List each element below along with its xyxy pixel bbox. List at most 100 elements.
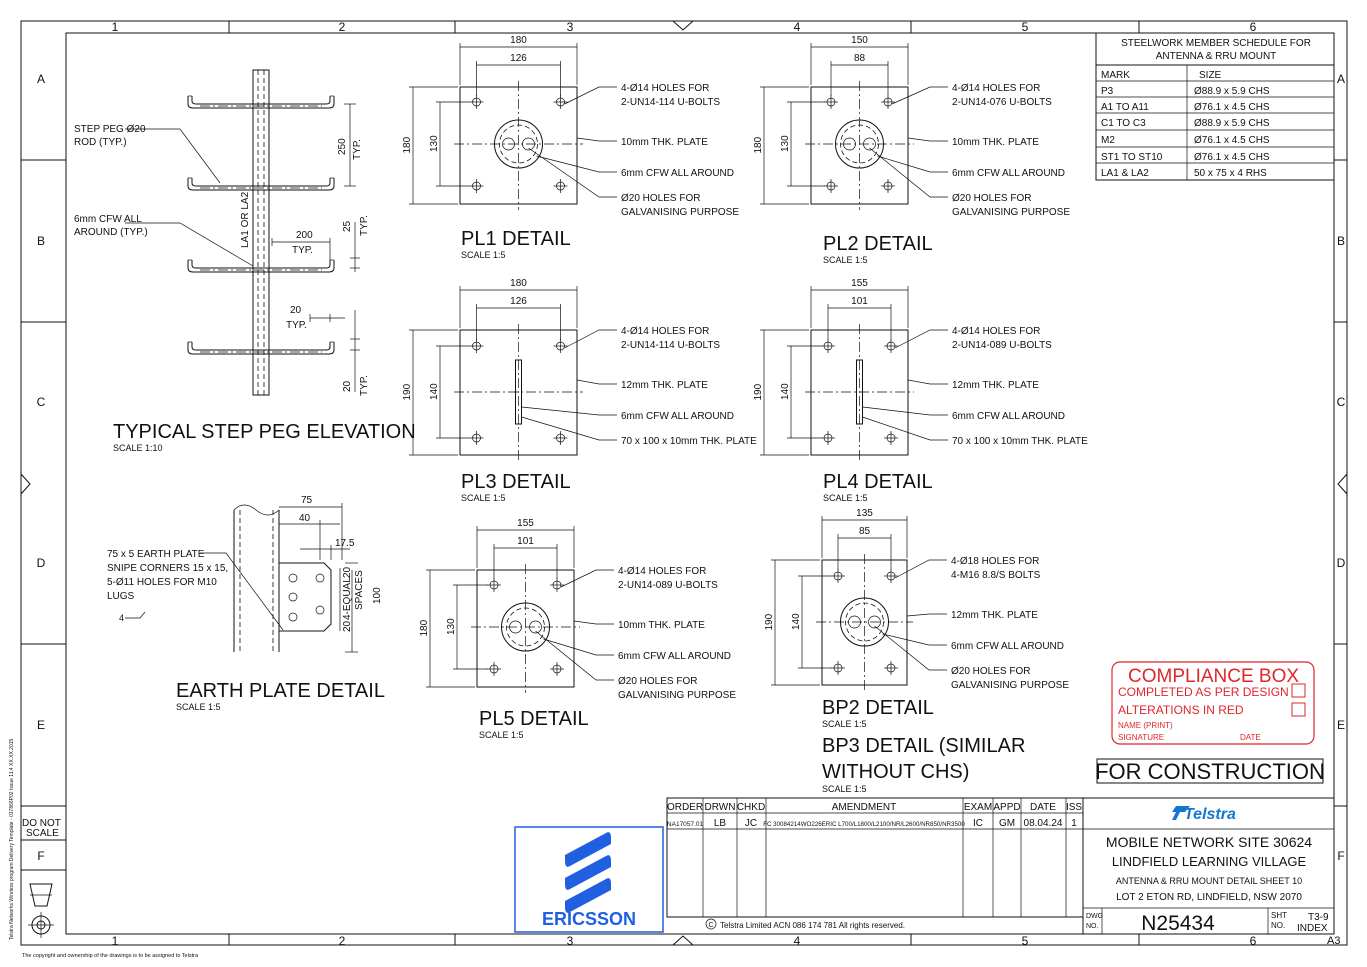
- pl1-scale: SCALE 1:5: [461, 250, 506, 260]
- pl5-title: PL5 DETAIL: [479, 708, 589, 730]
- schedule-mark: M2: [1101, 135, 1115, 146]
- pl5-note: 6mm CFW ALL AROUND: [618, 651, 731, 662]
- column-label: 1: [112, 20, 119, 34]
- bp2-scale: SCALE 1:5: [822, 719, 867, 729]
- revision-header: ISS: [1066, 802, 1082, 813]
- title-block: Telstra MOBILE NETWORK SITE 30624 LINDFI…: [1082, 797, 1335, 935]
- earth-plate-scale: SCALE 1:5: [176, 702, 221, 712]
- bp2-note: 12mm THK. PLATE: [951, 610, 1038, 621]
- pl4-dim-width: 155: [851, 278, 868, 289]
- copyright-note: The copyright and ownership of the drawi…: [22, 953, 199, 959]
- column-label: 5: [1022, 934, 1029, 948]
- ep-weld-size: 4: [119, 613, 124, 623]
- ep-dim-75: 75: [301, 495, 313, 506]
- row-label: B: [1337, 234, 1345, 248]
- for-construction-stamp: FOR CONSTRUCTION: [1095, 758, 1325, 784]
- ep-callout-2: SNIPE CORNERS 15 x 15,: [107, 563, 228, 574]
- schedule-size: Ø88.9 x 5.9 CHS: [1194, 86, 1270, 97]
- schedule-size: Ø88.9 x 5.9 CHS: [1194, 118, 1270, 129]
- earth-plate-text: 75 40 17.5 20 20 4-EQUAL SPACES 100 75 x…: [107, 495, 385, 712]
- border-notes: DO NOT SCALE Telstra Networks Wireless p…: [9, 738, 1340, 959]
- pl4-note: 70 x 100 x 10mm THK. PLATE: [952, 436, 1088, 447]
- do-not-scale-1: DO NOT: [22, 818, 61, 829]
- svg-text:C: C: [708, 922, 713, 929]
- bp2-note: 4-M16 8.8/S BOLTS: [951, 570, 1041, 581]
- pl3-title: PL3 DETAIL: [461, 471, 571, 493]
- column-label: 3: [567, 934, 574, 948]
- row-label: B: [37, 234, 45, 248]
- revision-copyright: Telstra Limited ACN 086 174 781 All righ…: [720, 921, 905, 930]
- ericsson-mark-icon: [565, 832, 611, 913]
- row-label: E: [1337, 718, 1345, 732]
- bp2-title: BP2 DETAIL: [822, 697, 934, 719]
- revision-header: APPD: [993, 802, 1020, 813]
- step-peg-elevation-drawing: [125, 69, 360, 396]
- sht-label-2: NO.: [1271, 921, 1285, 930]
- pl5-scale: SCALE 1:5: [479, 730, 524, 740]
- schedule-title-1: STEELWORK MEMBER SCHEDULE FOR: [1121, 38, 1311, 49]
- step-peg-rod-callout-2: ROD (TYP.): [74, 137, 127, 148]
- telstra-wordmark: Telstra: [1184, 806, 1236, 823]
- dim-20: 20: [290, 305, 302, 316]
- pl3-dim-width: 180: [510, 278, 527, 289]
- step-peg-rod-callout-1: STEP PEG Ø20: [74, 124, 146, 135]
- dim-20-typ: TYP.: [286, 320, 307, 331]
- pl4-dim-hole-height: 140: [780, 383, 791, 400]
- schedule-header-size: SIZE: [1199, 70, 1222, 81]
- pl3-note: 4-Ø14 HOLES FOR: [621, 326, 709, 337]
- row-label: E: [37, 718, 45, 732]
- pl1-note: Ø20 HOLES FOR: [621, 193, 700, 204]
- pl5-dim-hole-width: 101: [517, 536, 534, 547]
- column-label: 5: [1022, 20, 1029, 34]
- cfw-callout-2: AROUND (TYP.): [74, 227, 148, 238]
- bp2-note: GALVANISING PURPOSE: [951, 680, 1069, 691]
- bp2-dim-width: 135: [856, 508, 873, 519]
- title-line-1: MOBILE NETWORK SITE 30624: [1106, 834, 1312, 850]
- ep-callout-4: LUGS: [107, 591, 135, 602]
- revision-cell: GM: [999, 818, 1015, 829]
- drawing-number: N25434: [1141, 912, 1215, 935]
- do-not-scale-2: SCALE: [26, 828, 59, 839]
- pl2-dim-height: 180: [753, 136, 764, 153]
- pl2-note: 4-Ø14 HOLES FOR: [952, 83, 1040, 94]
- bp2-dim-hole-height: 140: [791, 613, 802, 630]
- column-label: 6: [1250, 934, 1257, 948]
- compliance-title: COMPLIANCE BOX: [1128, 666, 1299, 687]
- pl3-dim-hole-height: 140: [429, 383, 440, 400]
- ep-callout-1: 75 x 5 EARTH PLATE: [107, 549, 205, 560]
- column-label: 2: [339, 934, 346, 948]
- pl2-note: 10mm THK. PLATE: [952, 137, 1039, 148]
- dim-250: 250: [337, 138, 348, 155]
- pl5-dim-width: 155: [517, 518, 534, 529]
- pl1-note: 2-UN14-114 U-BOLTS: [621, 97, 720, 108]
- pl4-note: 12mm THK. PLATE: [952, 380, 1039, 391]
- pl1-dim-height: 180: [402, 136, 413, 153]
- revision-cell: 08.04.24: [1024, 818, 1063, 829]
- sheet-number: T3-9: [1308, 912, 1329, 923]
- ep-equal-2: SPACES: [354, 570, 365, 610]
- revision-header: ORDER: [667, 802, 703, 813]
- schedule-mark: A1 TO A11: [1101, 102, 1149, 113]
- revision-cell: IC: [973, 818, 983, 829]
- revision-cell: FC 30084214WO226ERIC L700/L1800/L2100/NR…: [763, 821, 965, 828]
- row-label: D: [37, 556, 46, 570]
- pl4-note: 6mm CFW ALL AROUND: [952, 411, 1065, 422]
- step-peg-scale: SCALE 1:10: [113, 443, 163, 453]
- revision-cell: JC: [745, 818, 757, 829]
- step-peg-title: TYPICAL STEP PEG ELEVATION: [113, 421, 416, 443]
- row-label: C: [1337, 395, 1346, 409]
- row-label: C: [37, 395, 46, 409]
- pl5-note: 2-UN14-089 U-BOLTS: [618, 580, 718, 591]
- pl2-dim-hole-width: 88: [854, 53, 866, 64]
- sheet-index: INDEX: [1297, 923, 1328, 934]
- bp3-scale: SCALE 1:5: [822, 784, 867, 794]
- schedule-size: Ø76.1 x 4.5 CHS: [1194, 152, 1270, 163]
- pl4-note: 2-UN14-089 U-BOLTS: [952, 340, 1052, 351]
- row-label: F: [1337, 849, 1344, 863]
